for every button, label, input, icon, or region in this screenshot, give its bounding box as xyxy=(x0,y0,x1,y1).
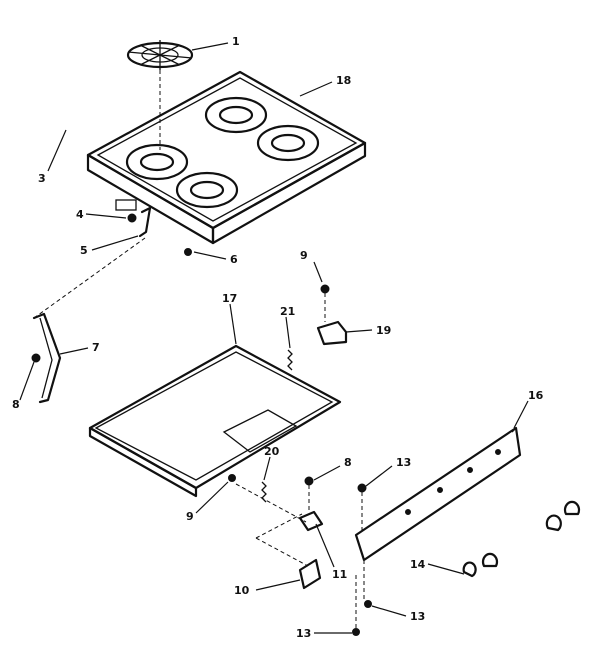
callout-13-mid: 13 xyxy=(410,610,425,623)
screw-part-9-top xyxy=(320,284,330,322)
callout-4: 4 xyxy=(76,208,84,221)
screw-part-8-left xyxy=(31,353,41,363)
burner-well-rear-right xyxy=(256,124,320,162)
knob-part-14-a xyxy=(462,561,477,578)
callout-9-bottom: 9 xyxy=(186,510,194,523)
screw-part-9-bottom xyxy=(228,474,236,482)
manifold-panel-part xyxy=(354,426,522,562)
burner-well-rear-left xyxy=(204,96,268,134)
clip-part-5 xyxy=(138,206,152,238)
screw-part-4 xyxy=(127,213,137,223)
callout-20: 20 xyxy=(264,445,280,458)
callout-17: 17 xyxy=(222,292,237,305)
callout-16: 16 xyxy=(528,389,544,402)
callout-13-bottom: 13 xyxy=(296,627,311,640)
callout-21: 21 xyxy=(280,305,295,318)
block-part-10 xyxy=(298,558,322,590)
screw-part-13-bottom xyxy=(352,575,360,636)
knob-part-14-c xyxy=(545,514,562,532)
callout-13-top: 13 xyxy=(396,456,411,469)
burner-well-front-left xyxy=(125,143,189,181)
callout-18: 18 xyxy=(336,74,351,87)
screw-part-6 xyxy=(184,248,192,256)
callout-1: 1 xyxy=(232,35,240,48)
bracket-part-19 xyxy=(316,320,348,346)
callout-3: 3 xyxy=(38,172,46,185)
burner-box-part xyxy=(88,344,342,498)
side-bracket-part xyxy=(32,237,146,404)
callout-5: 5 xyxy=(80,244,88,257)
burner-grate-part xyxy=(126,40,194,150)
callout-7: 7 xyxy=(92,341,100,354)
callout-8-left: 8 xyxy=(12,398,20,411)
callout-11: 11 xyxy=(332,568,347,581)
burner-well-front-right xyxy=(175,171,239,209)
knob-part-14-d xyxy=(563,500,581,516)
callout-10: 10 xyxy=(234,584,250,597)
screw-part-13-top xyxy=(357,483,367,530)
leader-lines xyxy=(19,42,529,634)
callout-19: 19 xyxy=(376,324,391,337)
callout-9-top: 9 xyxy=(300,249,308,262)
cooktop-top-part xyxy=(86,70,367,245)
knob-part-14-b xyxy=(481,552,499,568)
callout-8-bottom: 8 xyxy=(344,456,352,469)
screw-part-13-mid xyxy=(363,560,372,608)
bracket-part-11 xyxy=(298,510,324,532)
spring-part-21 xyxy=(287,349,293,371)
callout-14: 14 xyxy=(410,558,426,571)
screw-part-8-bottom xyxy=(304,476,314,512)
callout-labels: 1 18 3 4 5 6 9 21 19 17 7 8 16 20 8 13 9… xyxy=(12,35,544,640)
callout-6: 6 xyxy=(230,253,238,266)
